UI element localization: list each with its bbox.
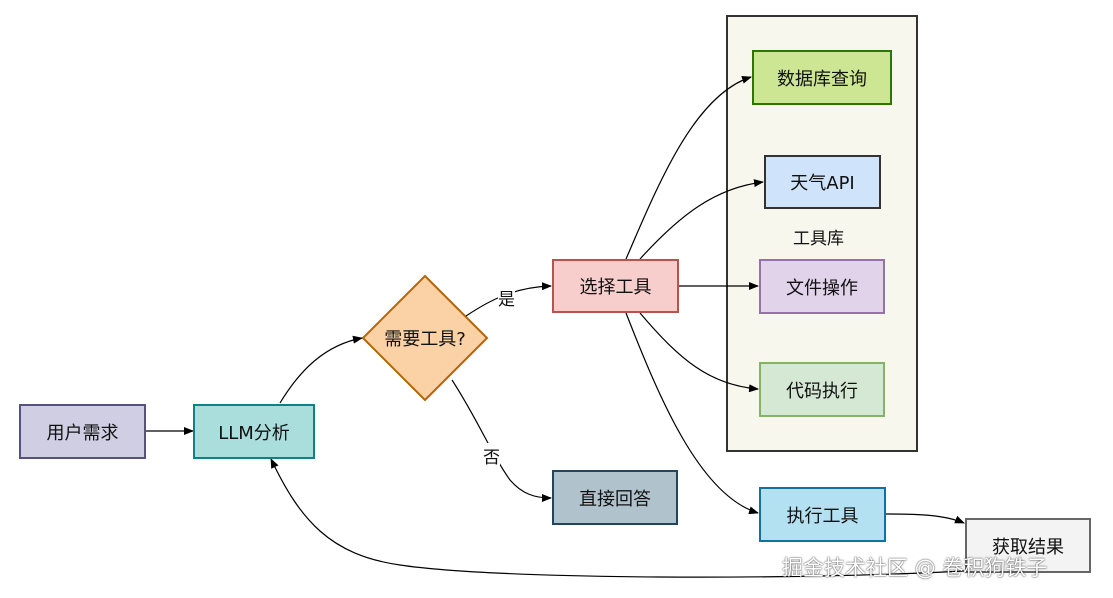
- db-query-node: 数据库查询: [752, 50, 892, 105]
- choose-tool-node: 选择工具: [552, 259, 679, 313]
- edge-choose-tool-to-exec-tool: [625, 312, 759, 515]
- need-tool-node: 需要工具?: [363, 318, 487, 358]
- file-ops-label: 文件操作: [786, 277, 858, 299]
- edge-choose-tool-to-weather-api: [639, 179, 764, 260]
- file-ops-node: 文件操作: [759, 259, 885, 314]
- choose-tool-label: 选择工具: [579, 277, 652, 298]
- need-tool-decision-diamond: [361, 274, 489, 402]
- llm-analysis-node: LLM分析: [193, 404, 315, 459]
- edge-llm-to-decision: [279, 335, 363, 404]
- exec-tool-node: 执行工具: [759, 487, 886, 542]
- llm-analysis-label: LLM分析: [218, 422, 290, 444]
- edge-decision-no-to-direct-answer: [451, 379, 552, 502]
- edge-choose-tool-to-db-query: [625, 75, 752, 260]
- edge-label-no: 否: [483, 443, 500, 468]
- weather-api-node: 天气API: [764, 155, 881, 209]
- user-need-node: 用户需求: [19, 404, 146, 459]
- direct-answer-label: 直接回答: [579, 488, 651, 510]
- edge-exec-tool-to-get-result: [885, 513, 965, 524]
- direct-answer-node: 直接回答: [552, 470, 678, 525]
- code-exec-node: 代码执行: [759, 362, 885, 417]
- tool-library-label: 工具库: [793, 229, 844, 249]
- edge-choose-tool-to-code-exec: [639, 312, 759, 393]
- weather-api-label: 天气API: [790, 173, 855, 194]
- get-result-label: 获取结果: [992, 536, 1064, 558]
- user-need-label: 用户需求: [46, 422, 119, 444]
- exec-tool-label: 执行工具: [786, 505, 859, 527]
- edge-label-yes: 是: [498, 285, 515, 310]
- code-exec-label: 代码执行: [786, 380, 858, 402]
- db-query-label: 数据库查询: [777, 68, 867, 90]
- watermark-text: 掘金技术社区 @ 卷积狗铁子: [782, 556, 1048, 580]
- edge-get-result-to-llm: [270, 458, 965, 578]
- get-result-node: 获取结果: [965, 518, 1091, 573]
- need-tool-label: 需要工具?: [384, 329, 466, 350]
